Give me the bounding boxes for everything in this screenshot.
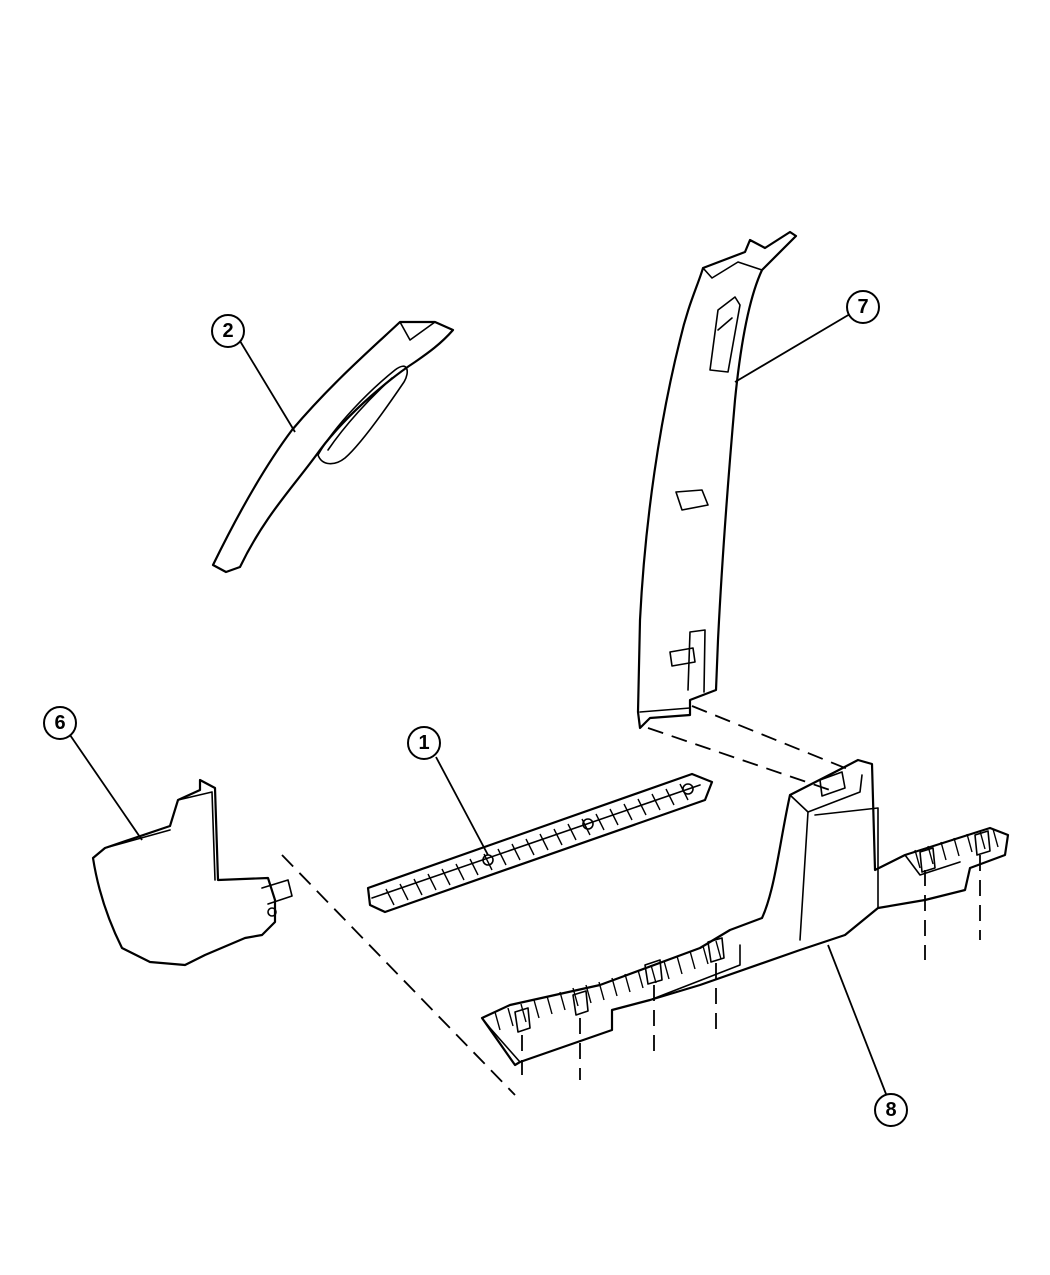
callout-6-label: 6 — [54, 712, 65, 734]
part-8-clips — [514, 830, 991, 1033]
installation-guide-lines — [281, 705, 981, 1096]
callout-2-label: 2 — [222, 320, 233, 342]
callout-7: 7 — [734, 290, 880, 383]
callout-7-label: 7 — [857, 296, 868, 318]
part-7-b-pillar-trim — [636, 230, 798, 730]
callout-6: 6 — [43, 706, 143, 841]
part-6-cowl-side-trim — [91, 778, 293, 967]
callout-8-label: 8 — [885, 1099, 896, 1121]
part-2-a-pillar-trim — [211, 320, 455, 574]
callout-2: 2 — [211, 314, 296, 433]
part-8-sill-trim — [480, 758, 1010, 1067]
callout-8: 8 — [827, 944, 908, 1127]
callout-1-label: 1 — [418, 732, 429, 754]
callout-1: 1 — [407, 726, 489, 856]
part-1-scuff-plate — [366, 772, 714, 914]
